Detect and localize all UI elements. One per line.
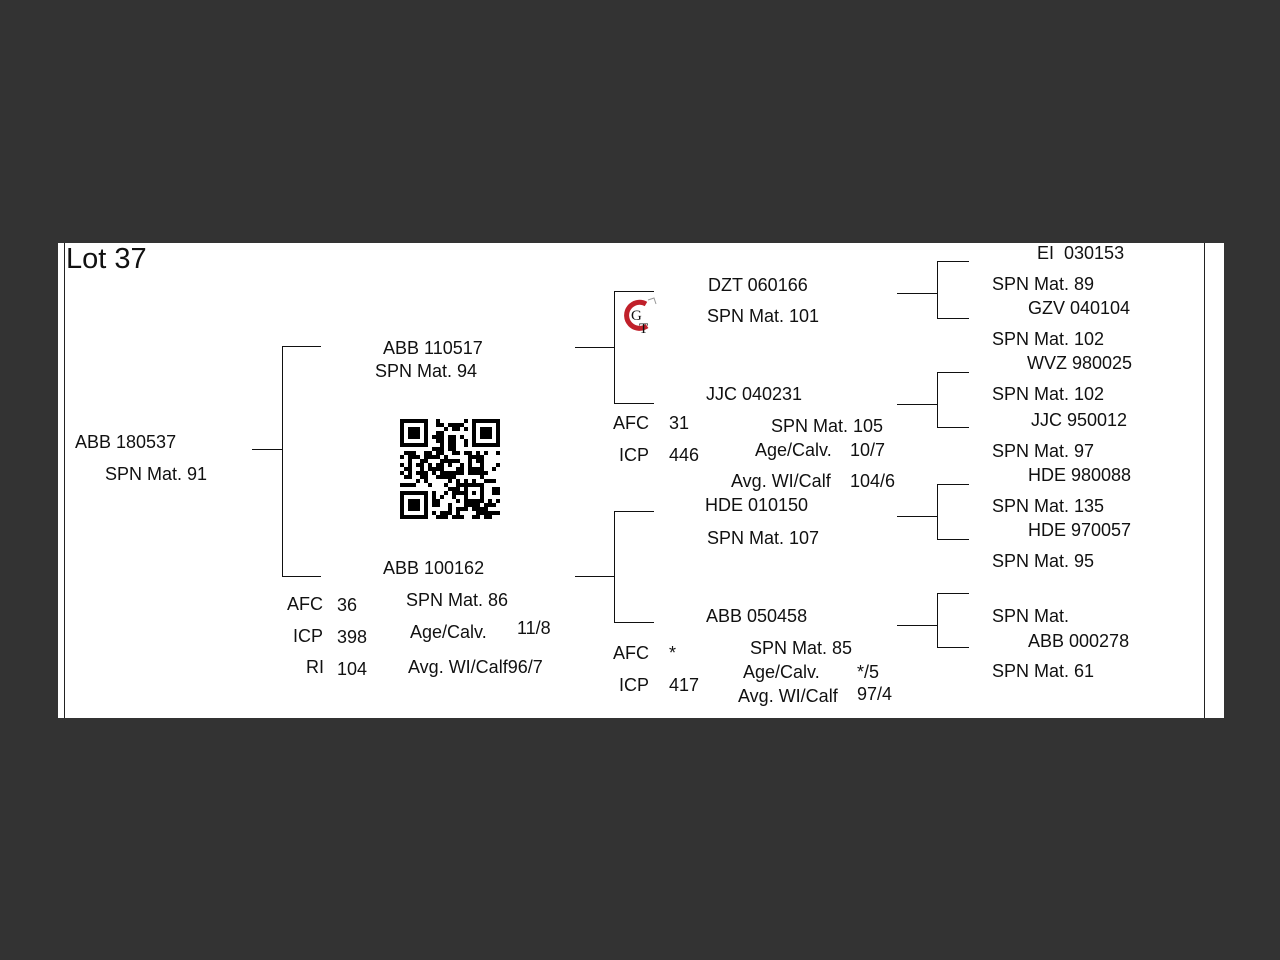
bracket-line bbox=[937, 647, 969, 648]
gen3-spn: SPN Mat. 135 bbox=[992, 496, 1105, 516]
bracket-line bbox=[282, 346, 283, 576]
bracket-line bbox=[614, 622, 654, 623]
bracket-line bbox=[614, 291, 615, 403]
gen3-spn: SPN Mat. bbox=[992, 606, 1070, 626]
dam-sire-reg: HDE 010150 bbox=[705, 495, 809, 515]
logo-text: G bbox=[631, 308, 642, 324]
bracket-line bbox=[937, 484, 969, 485]
bracket-line bbox=[614, 511, 615, 622]
bracket-line bbox=[614, 291, 654, 292]
bracket-line bbox=[937, 593, 938, 647]
gen3-spn: SPN Mat. 95 bbox=[992, 551, 1095, 571]
dam-dam-spn: SPN Mat. 85 bbox=[750, 638, 853, 658]
dam-icp-value: 398 bbox=[337, 627, 368, 647]
dam-dam-reg: ABB 050458 bbox=[706, 606, 808, 626]
bracket-line bbox=[897, 516, 938, 517]
bracket-line bbox=[897, 404, 938, 405]
bracket-line bbox=[282, 576, 321, 577]
bracket-line bbox=[575, 347, 615, 348]
dam-ri-value: 104 bbox=[337, 659, 368, 679]
gen3-reg: JJC 950012 bbox=[1031, 410, 1128, 430]
gen3-spn: SPN Mat. 102 bbox=[992, 384, 1105, 404]
gen3-reg: GZV 040104 bbox=[1028, 298, 1131, 318]
bracket-line bbox=[937, 539, 969, 540]
sire-spn: SPN Mat. 94 bbox=[375, 361, 478, 381]
sire-dam-icp-label: ICP bbox=[619, 445, 650, 465]
page-left-border bbox=[64, 243, 65, 718]
sire-dam-avg-value: 104/6 bbox=[850, 471, 896, 491]
sire-dam-afc-value: 31 bbox=[669, 413, 690, 433]
dam-age-value: 11/8 bbox=[517, 618, 551, 638]
dam-age-label: Age/Calv. bbox=[410, 622, 487, 642]
dam-ri-label: RI bbox=[306, 657, 324, 677]
gen3-reg: EI 030153 bbox=[1037, 243, 1125, 263]
sire-dam-spn: SPN Mat. 105 bbox=[771, 416, 884, 436]
dam-dam-age-value: */5 bbox=[857, 662, 880, 682]
sire-dam-age-value: 10/7 bbox=[850, 440, 886, 460]
gen3-spn: SPN Mat. 102 bbox=[992, 329, 1105, 349]
dam-spn: SPN Mat. 86 bbox=[406, 590, 509, 610]
bracket-line bbox=[937, 372, 938, 427]
gen3-spn: SPN Mat. 89 bbox=[992, 274, 1095, 294]
bracket-line bbox=[282, 346, 321, 347]
bracket-line bbox=[937, 593, 969, 594]
bracket-line bbox=[937, 427, 969, 428]
dam-dam-icp-value: 417 bbox=[669, 675, 700, 695]
gen3-reg: WVZ 980025 bbox=[1027, 353, 1133, 373]
dam-dam-afc-value: * bbox=[669, 643, 677, 663]
sire-reg: ABB 110517 bbox=[383, 338, 483, 358]
subject-spn: SPN Mat. 91 bbox=[105, 464, 208, 484]
gen3-reg: HDE 980088 bbox=[1028, 465, 1132, 485]
dam-dam-icp-label: ICP bbox=[619, 675, 650, 695]
sire-dam-avg-label: Avg. WI/Calf bbox=[731, 471, 831, 491]
bracket-line bbox=[575, 576, 615, 577]
gen3-spn: SPN Mat. 61 bbox=[992, 661, 1095, 681]
lot-title: Lot 37 bbox=[66, 243, 147, 275]
bracket-line bbox=[937, 261, 969, 262]
bracket-line bbox=[937, 372, 969, 373]
gen3-reg: HDE 970057 bbox=[1028, 520, 1132, 540]
dam-reg: ABB 100162 bbox=[383, 558, 485, 578]
dam-icp-label: ICP bbox=[293, 626, 324, 646]
sire-dam-icp-value: 446 bbox=[669, 445, 700, 465]
dam-afc-label: AFC bbox=[287, 594, 323, 614]
bracket-line bbox=[614, 511, 654, 512]
subject-reg: ABB 180537 bbox=[75, 432, 177, 452]
gen3-reg: ABB 000278 bbox=[1028, 631, 1130, 651]
gen3-spn: SPN Mat. 97 bbox=[992, 441, 1095, 461]
dam-afc-value: 36 bbox=[337, 595, 358, 615]
bracket-line bbox=[937, 484, 938, 539]
bracket-line bbox=[614, 403, 654, 404]
dam-dam-age-label: Age/Calv. bbox=[743, 662, 820, 682]
dam-sire-spn: SPN Mat. 107 bbox=[707, 528, 820, 548]
gt-logo-icon: G T bbox=[624, 297, 657, 336]
sire-sire-reg: DZT 060166 bbox=[708, 275, 808, 295]
bracket-line bbox=[897, 293, 938, 294]
dam-dam-avg-value: 97/4 bbox=[857, 684, 893, 704]
dam-avg-label: Avg. WI/Calf96/7 bbox=[408, 657, 543, 677]
dam-dam-avg-label: Avg. WI/Calf bbox=[738, 686, 838, 706]
bracket-line bbox=[252, 449, 283, 450]
bracket-line bbox=[937, 261, 938, 318]
svg-text:T: T bbox=[639, 321, 648, 336]
pedigree-page: Lot 37 ABB 180537 SPN Mat. 91 ABB 110517… bbox=[58, 243, 1224, 718]
sire-dam-afc-label: AFC bbox=[613, 413, 649, 433]
dam-dam-afc-label: AFC bbox=[613, 643, 649, 663]
sire-sire-spn: SPN Mat. 101 bbox=[707, 306, 820, 326]
bracket-line bbox=[937, 318, 969, 319]
page-right-border bbox=[1204, 243, 1205, 718]
qr-code-icon bbox=[400, 419, 500, 519]
sire-dam-age-label: Age/Calv. bbox=[755, 440, 832, 460]
sire-dam-reg: JJC 040231 bbox=[706, 384, 803, 404]
bracket-line bbox=[897, 625, 938, 626]
